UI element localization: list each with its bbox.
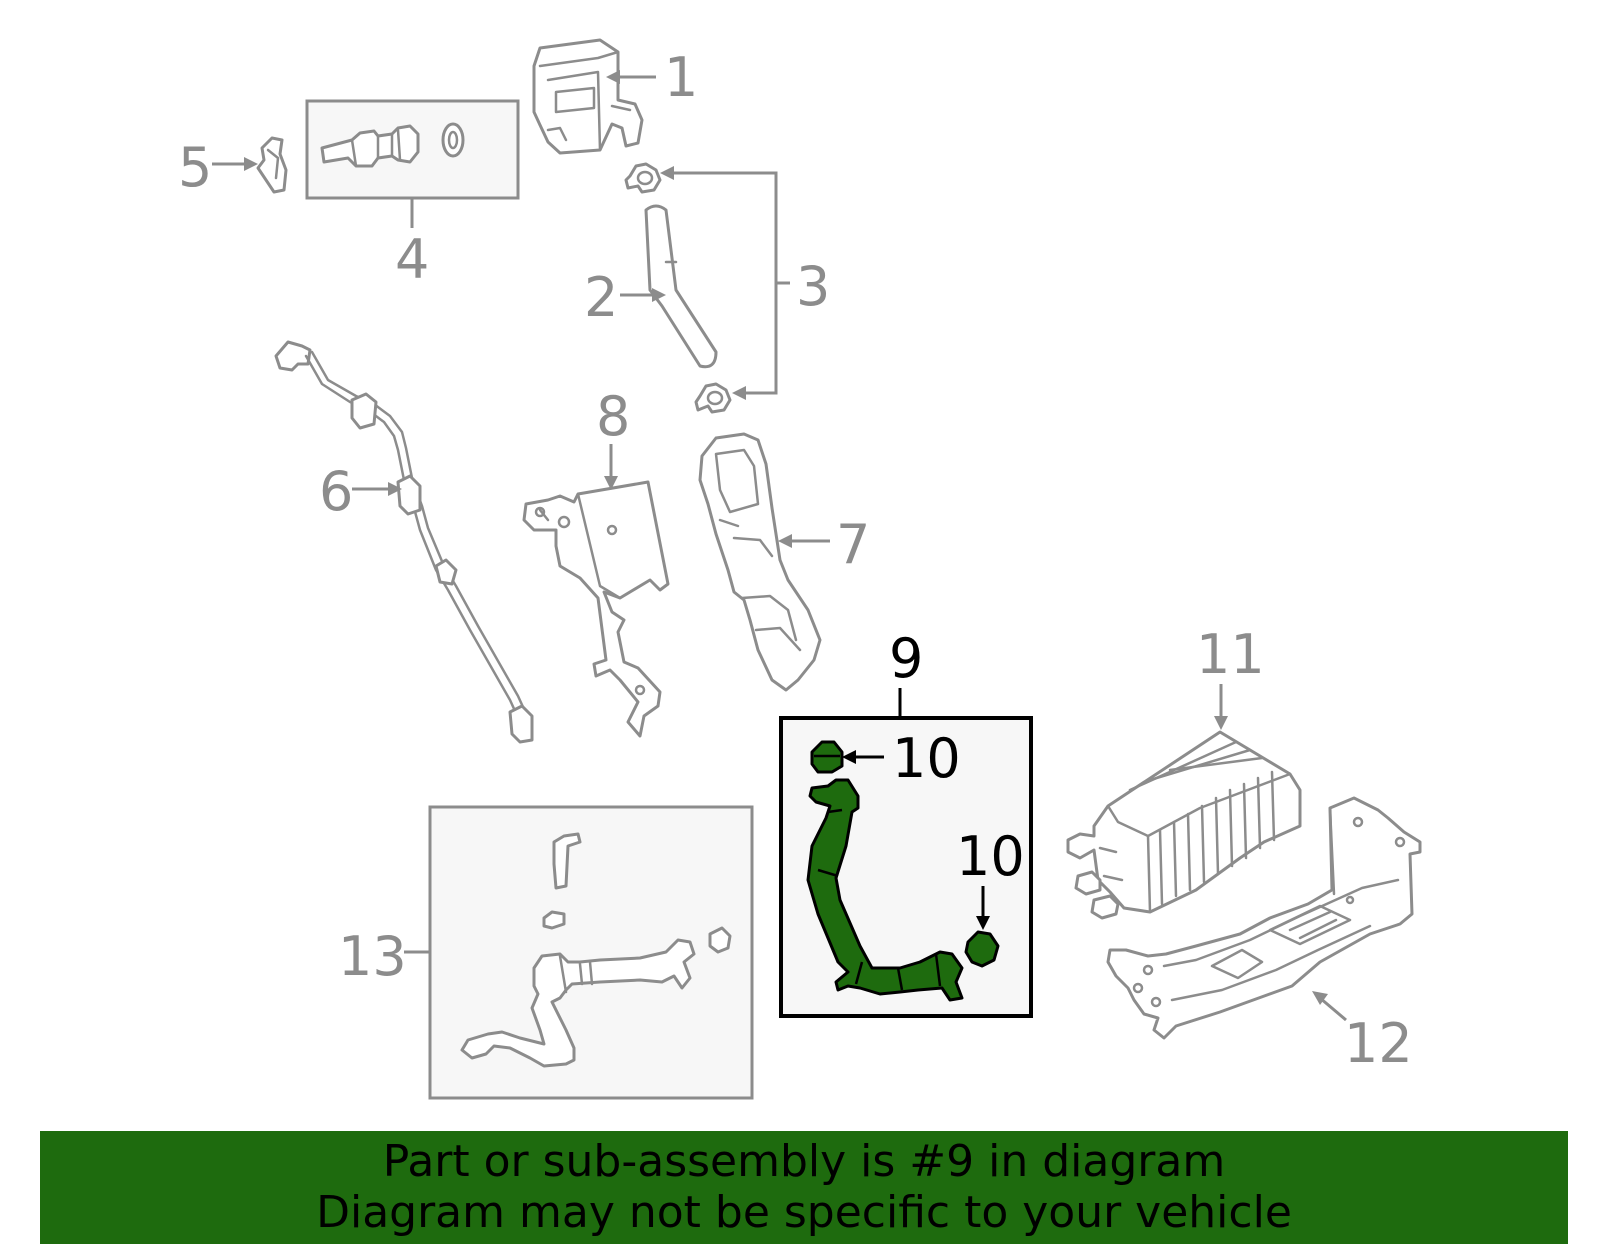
banner-line-1: Part or sub-assembly is #9 in diagram bbox=[382, 1136, 1226, 1187]
part-6-harness[interactable] bbox=[274, 340, 534, 744]
callout-1[interactable]: 1 bbox=[664, 46, 698, 109]
part-11-canister[interactable] bbox=[1066, 730, 1302, 920]
leader-11 bbox=[1214, 684, 1228, 730]
part-13-hose-assembly bbox=[460, 832, 732, 1068]
info-banner: Part or sub-assembly is #9 in diagram Di… bbox=[40, 1131, 1568, 1244]
callout-7[interactable]: 7 bbox=[836, 513, 870, 576]
part-10-clamp-upper[interactable] bbox=[810, 740, 844, 774]
callout-10-lower[interactable]: 10 bbox=[956, 825, 1025, 888]
callout-3[interactable]: 3 bbox=[796, 255, 830, 318]
leader-12 bbox=[1312, 991, 1347, 1022]
part-1-module[interactable] bbox=[532, 38, 644, 155]
leader-7 bbox=[778, 534, 830, 548]
part-2-hose[interactable] bbox=[644, 204, 718, 369]
leader-5 bbox=[212, 157, 258, 171]
callout-11[interactable]: 11 bbox=[1196, 623, 1265, 686]
leader-8 bbox=[604, 444, 618, 490]
callout-13[interactable]: 13 bbox=[338, 925, 407, 988]
part-8-bracket[interactable] bbox=[522, 480, 670, 738]
leader-1 bbox=[606, 70, 656, 84]
callout-9[interactable]: 9 bbox=[889, 627, 923, 690]
leader-6 bbox=[352, 482, 402, 496]
leader-3 bbox=[660, 166, 790, 400]
callout-4[interactable]: 4 bbox=[395, 228, 429, 291]
part-12-bracket[interactable] bbox=[1106, 796, 1422, 1040]
part-4-sensor bbox=[320, 122, 465, 168]
part-7-shield[interactable] bbox=[698, 432, 822, 692]
callout-12[interactable]: 12 bbox=[1344, 1012, 1413, 1075]
callout-6[interactable]: 6 bbox=[319, 460, 353, 523]
part-9-hose[interactable] bbox=[806, 778, 964, 1002]
leader-10b bbox=[976, 886, 990, 930]
part-5-clip[interactable] bbox=[256, 136, 288, 194]
part-3-clamp-upper[interactable] bbox=[624, 162, 662, 194]
part-10-clamp-lower[interactable] bbox=[964, 930, 1000, 968]
callout-5[interactable]: 5 bbox=[178, 136, 212, 199]
leader-10a bbox=[842, 750, 884, 764]
callout-2[interactable]: 2 bbox=[584, 266, 618, 329]
callout-10-upper[interactable]: 10 bbox=[892, 727, 961, 790]
callout-8[interactable]: 8 bbox=[596, 385, 630, 448]
leader-2 bbox=[620, 288, 666, 302]
banner-line-2: Diagram may not be specific to your vehi… bbox=[316, 1187, 1292, 1238]
part-3-clamp-lower[interactable] bbox=[694, 382, 732, 414]
